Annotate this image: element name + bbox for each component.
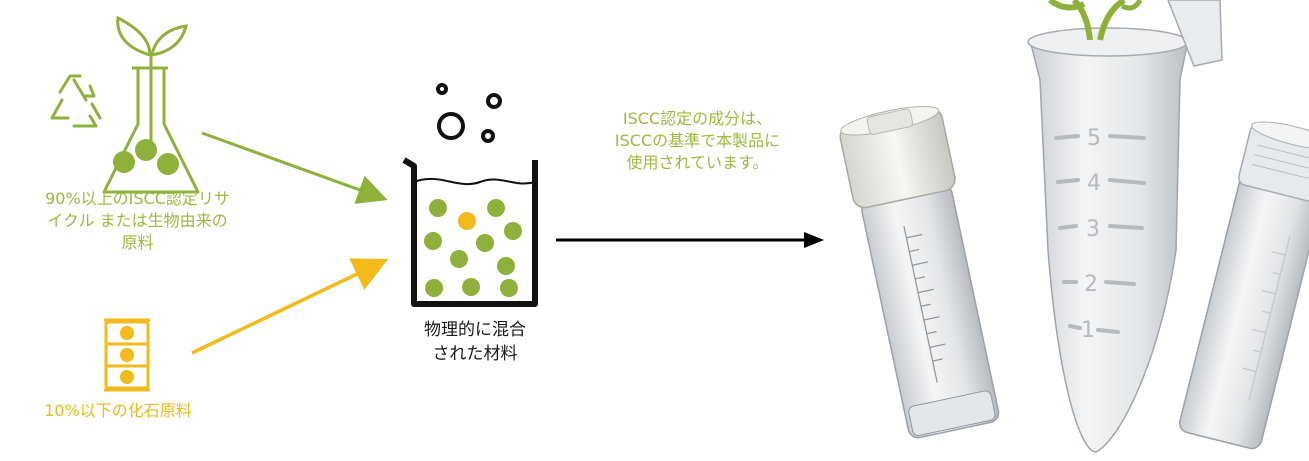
microtube-scale-5: 5 <box>1087 126 1101 151</box>
iscc-note-line2: ISCCの基準で本製品に <box>614 131 781 150</box>
iscc-note-line1: ISCC認定の成分は、 <box>622 109 773 128</box>
recycled-label-line2: イクル または生物由来の <box>47 211 228 230</box>
mix-label-line1: 物理的に混合 <box>424 320 526 340</box>
centrifuge-tube-icon <box>839 105 1000 439</box>
microtube-scale-4: 4 <box>1087 171 1101 196</box>
iscc-note-line3: 使用されています。 <box>626 153 769 172</box>
bubbles-icon <box>436 83 502 143</box>
recycle-icon <box>50 74 102 128</box>
microtube-scale-1: 1 <box>1081 318 1095 343</box>
mix-label-line2: された材料 <box>432 344 518 364</box>
iscc-note-label: ISCC認定の成分は、 ISCCの基準で本製品に 使用されています。 <box>575 108 820 174</box>
microtube-icon <box>1027 0 1223 453</box>
fossil-label-text: 10%以下の化石原料 <box>44 401 192 420</box>
recycled-label-line1: 90%以上のISCC認定リサ <box>45 189 230 208</box>
mixed-material-label: 物理的に混合 された材料 <box>395 318 555 366</box>
oil-barrel-icon <box>104 318 150 392</box>
fossil-source-label: 10%以下の化石原料 <box>8 400 228 422</box>
beaker-icon <box>402 157 538 307</box>
recycled-label-line3: 原料 <box>121 233 154 252</box>
green-arrow <box>201 131 388 204</box>
yellow-arrow <box>191 258 389 355</box>
cryovial-icon <box>1178 121 1309 450</box>
microtube-scale-2: 2 <box>1084 272 1098 297</box>
flask-with-sprout-icon <box>102 15 200 194</box>
microtube-scale-3: 3 <box>1086 217 1100 242</box>
recycled-source-label: 90%以上のISCC認定リサ イクル または生物由来の 原料 <box>0 188 275 254</box>
